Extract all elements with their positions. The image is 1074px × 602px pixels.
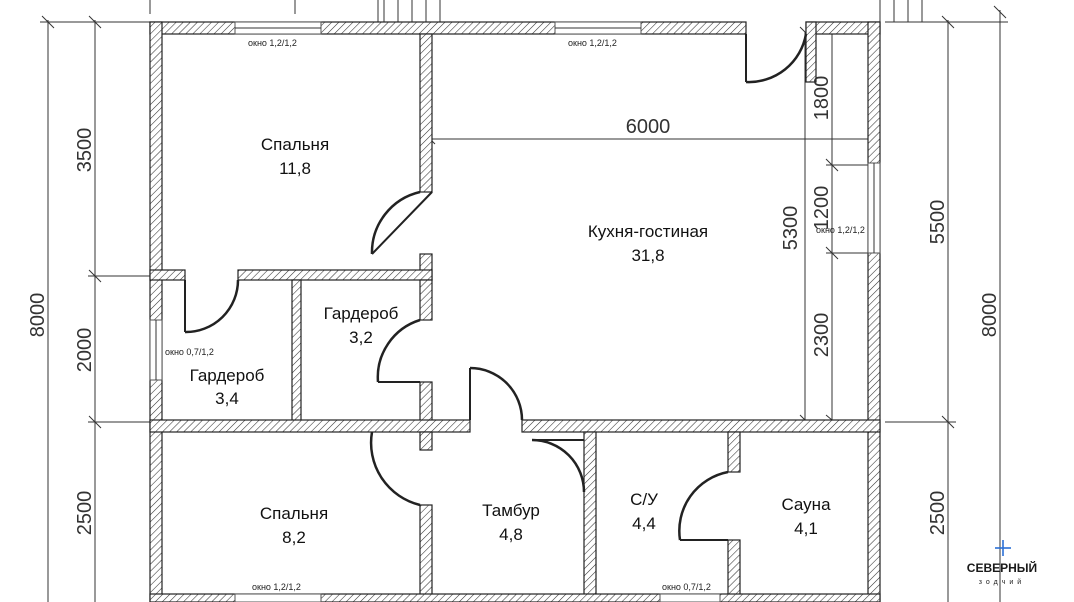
window-label-wardrobe: окно 0,7/1,2 [165,347,214,357]
dimension-lines-right [879,0,1008,602]
window-label-top-left: окно 1,2/1,2 [248,38,297,48]
logo-subtitle: зодчий [979,578,1025,586]
window-label-bottom-right: окно 0,7/1,2 [662,582,711,592]
dimension-right-total: 8000 [979,293,1001,338]
dimension-inner-width: 6000 [626,116,671,138]
dimension-left-top: 3500 [74,128,96,173]
window-label-top-center: окно 1,2/1,2 [568,38,617,48]
window-label-right: окно 1,2/1,2 [816,225,865,235]
dimension-left-middle: 2000 [74,328,96,373]
room-name-wardrobe-1: Гардероб [324,304,399,323]
room-name-wardrobe-2: Гардероб [190,366,265,385]
room-area-wardrobe-1: 3,2 [349,328,373,347]
dimension-left-bottom: 2500 [74,491,96,536]
dimension-right-top: 5500 [927,200,949,245]
room-area-vestibule: 4,8 [499,525,523,544]
dimension-inner-2300: 2300 [811,313,833,358]
room-name-kitchen: Кухня-гостиная [588,222,708,241]
dimension-right-bottom: 2500 [927,491,949,536]
room-name-bedroom-1: Спальня [261,135,329,154]
windows [149,21,881,602]
star-icon [995,540,1011,556]
room-area-bathroom: 4,4 [632,514,656,533]
room-name-bedroom-2: Спальня [260,504,328,523]
dimension-inner-1800: 1800 [811,76,833,121]
room-area-bedroom-2: 8,2 [282,528,306,547]
doors [184,33,808,541]
logo-name: СЕВЕРНЫЙ [967,560,1037,575]
room-area-sauna: 4,1 [794,519,818,538]
room-area-wardrobe-2: 3,4 [215,389,239,408]
window-label-bottom-left: окно 1,2/1,2 [252,582,301,592]
room-area-bedroom-1: 11,8 [279,159,311,178]
room-name-bathroom: С/У [630,490,658,509]
dimension-inner-height: 5300 [780,206,802,251]
room-name-vestibule: Тамбур [482,501,540,520]
room-name-sauna: Сауна [781,495,831,514]
room-area-kitchen: 31,8 [631,246,664,265]
dimension-left-total: 8000 [27,293,49,338]
dimension-lines-left [40,0,441,602]
logo: СЕВЕРНЫЙ зодчий [967,540,1037,586]
dimension-inner-1200: 1200 [811,186,833,231]
